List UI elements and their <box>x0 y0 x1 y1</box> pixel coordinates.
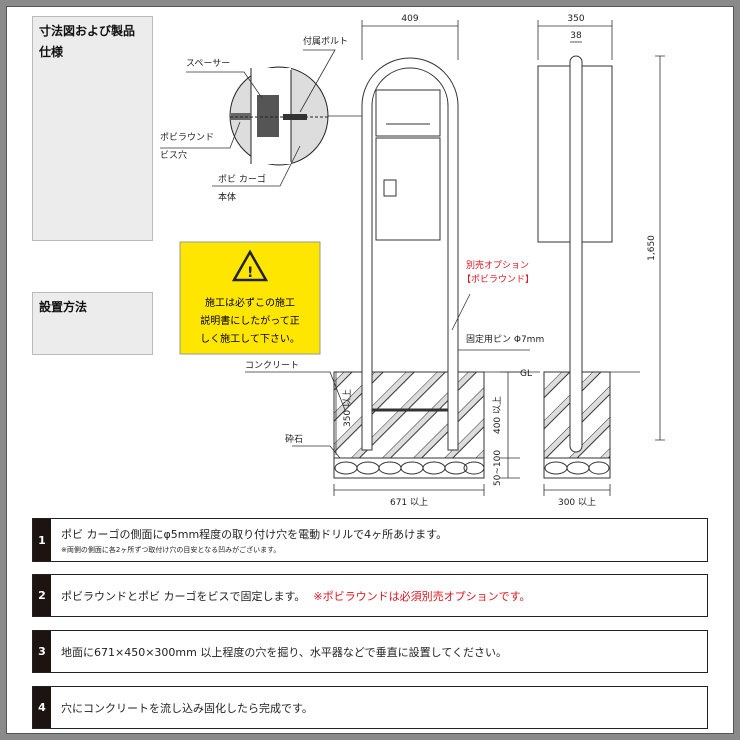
side-view <box>537 55 613 453</box>
front-post <box>361 57 459 451</box>
warning-text-3: しく施工して下さい。 <box>200 332 300 345</box>
step-number: 1 <box>33 519 51 561</box>
step-3: 3 地面に671×450×300mm 以上程度の穴を掘り、水平器などで垂直に設置… <box>32 630 708 673</box>
step-text: ポビ カーゴの側面にφ5mm程度の取り付け穴を電動ドリルで4ヶ所あけます。 <box>61 527 448 541</box>
install-title: 設置方法 <box>39 300 88 314</box>
step-4: 4 穴にコンクリートを流し込み固化したら完成です。 <box>32 686 708 729</box>
label-pin: 固定用ピン Φ7mm <box>466 333 544 345</box>
warning-box: ! 施工は必ずこの施工 説明書にしたがって正 しく施工して下さい。 <box>179 241 321 355</box>
label-body-2: 本体 <box>218 191 236 203</box>
step-note-red: ※ポビラウンドは必須別売オプションです。 <box>313 589 531 603</box>
label-body-1: ポビ カーゴ <box>218 173 266 185</box>
step-text: 地面に671×450×300mm 以上程度の穴を掘り、水平器などで垂直に設置して… <box>61 645 508 659</box>
dim-depth: 400 以上 <box>492 396 503 434</box>
warning-text-2: 説明書にしたがって正 <box>200 314 300 327</box>
label-gravel: 砕石 <box>285 433 303 445</box>
dimension-drawing: スペーサー 付属ボルト ポビラウンド ビス穴 ポビ カーゴ 本体 ! 施工は必ず… <box>160 14 665 508</box>
step-number: 3 <box>33 631 51 672</box>
dim-embed: 350 以上 <box>342 389 353 427</box>
step-number: 2 <box>33 575 51 616</box>
ground-front <box>333 371 485 479</box>
step-text: 穴にコンクリートを流し込み固化したら完成です。 <box>61 701 313 715</box>
dim-height: 1,650 <box>647 235 657 261</box>
install-panel: 設置方法 <box>32 292 153 355</box>
dimension-lines <box>245 20 665 496</box>
label-concrete: コンクリート <box>245 360 299 371</box>
dim-gravel: 50~100 <box>493 450 503 486</box>
step-note: ※両側の側面に各2ヶ所ずつ取付け穴の目安となる凹みがございます。 <box>61 545 281 554</box>
dim-pole: 38 <box>570 31 582 41</box>
dim-hole-side: 300 以上 <box>558 497 596 508</box>
step-text: ポビラウンドとポビ カーゴをビスで固定します。 <box>61 589 306 603</box>
svg-text:!: ! <box>247 265 253 281</box>
label-gl: GL <box>520 369 532 379</box>
label-poviround-2: ビス穴 <box>160 149 187 161</box>
step-2: 2 ポビラウンドとポビ カーゴをビスで固定します。 ※ポビラウンドは必須別売オプシ… <box>32 574 708 617</box>
specs-panel: 寸法図および製品仕様 <box>32 16 153 241</box>
dim-width-side: 350 <box>567 14 584 24</box>
warning-text-1: 施工は必ずこの施工 <box>205 296 295 309</box>
label-option-1: 別売オプション <box>466 259 529 271</box>
detail-circle <box>229 66 330 166</box>
specs-title: 寸法図および製品仕様 <box>39 24 136 59</box>
label-option-2: 【ポビラウンド】 <box>462 274 534 285</box>
dim-hole-width: 671 以上 <box>390 497 428 508</box>
label-spacer: スペーサー <box>186 58 230 69</box>
label-bolt: 付属ボルト <box>303 36 348 47</box>
step-number: 4 <box>33 687 51 728</box>
step-1: 1 ポビ カーゴの側面にφ5mm程度の取り付け穴を電動ドリルで4ヶ所あけます。 ※… <box>32 518 708 562</box>
label-poviround-1: ポビラウンド <box>160 132 214 143</box>
warning-icon <box>231 249 269 282</box>
dim-width-main: 409 <box>401 14 418 24</box>
